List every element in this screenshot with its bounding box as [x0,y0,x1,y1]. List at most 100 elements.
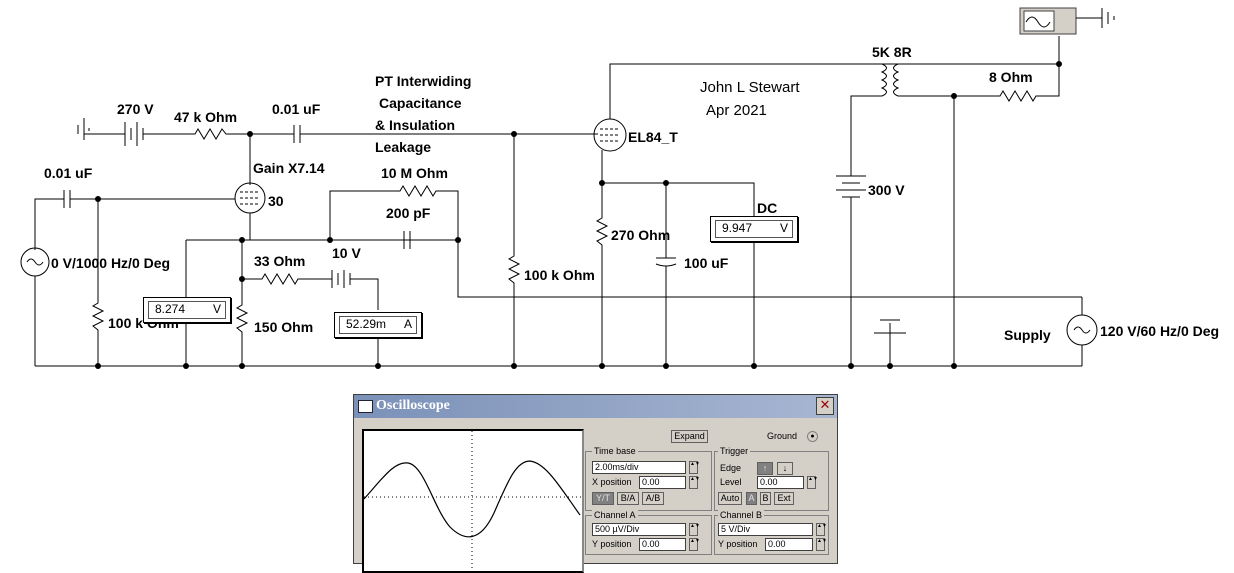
xposition-field[interactable]: 0.00 [639,476,686,489]
oscilloscope-title: Oscilloscope [376,398,450,413]
resistor-8 [954,36,1060,102]
label-cap-left: 0.01 uF [44,165,93,181]
xposition-spinner[interactable]: ▲▼ [689,476,700,489]
ammeter-unit: A [403,317,412,331]
label-100k: 100 k Ohm [524,267,595,283]
cap-001-top [290,125,598,143]
label-supply: Supply [1004,327,1051,343]
left-voltmeter-unit: V [212,302,221,316]
channel-b-spinner[interactable]: ▲▼ [816,523,827,536]
label-33: 33 Ohm [254,253,306,269]
channel-b-title: Channel B [718,510,765,521]
ammeter[interactable]: 52.29m A [334,312,422,338]
edge-falling-button[interactable]: ↓ [777,462,793,475]
schematic-canvas[interactable] [0,0,1234,394]
ammeter-value: 52.29m [346,317,387,331]
trigger-title: Trigger [718,446,751,457]
oscilloscope-window[interactable]: Oscilloscope ✕ Expand Ground ● Time base… [353,394,838,573]
channel-b-ypos-spinner[interactable]: ▲▼ [816,538,827,551]
label-src-right: 120 V/60 Hz/0 Deg [1100,323,1220,339]
label-200p: 200 pF [386,205,431,221]
window-icon [358,400,373,413]
timebase-group: Time base 2.00ms/div ▲▼ X position 0.00 … [585,446,712,511]
battery-270v [77,118,180,146]
timebase-scale[interactable]: 2.00ms/div [592,461,686,474]
trigger-b-button[interactable]: B [760,492,771,505]
author-date: Apr 2021 [706,102,767,119]
ground-symbol [874,319,906,334]
trigger-a-button[interactable]: A [746,492,757,505]
label-pt-2: Capacitance [379,95,462,111]
label-src-left: 0 V/1000 Hz/0 Deg [51,255,171,271]
label-47k: 47 k Ohm [174,109,238,125]
label-dc: DC [757,200,778,216]
resistor-100k-left [91,199,105,366]
label-270: 270 Ohm [611,227,671,243]
dc-voltmeter-value: 9.947 [722,221,753,235]
ground-label: Ground [767,431,798,441]
channel-a-title: Channel A [592,510,638,521]
dc-voltmeter[interactable]: 9.947 V [710,216,798,242]
label-100u: 100 uF [684,255,729,271]
left-voltmeter-value: 8.274 [155,302,186,316]
label-xfmr: 5K 8R [872,44,912,60]
label-cap-top: 0.01 uF [272,101,321,117]
resistor-100k [507,134,521,366]
level-label: Level [720,477,742,487]
resistor-33 [242,270,379,366]
cap-001-left [34,190,235,250]
battery-300v [836,175,866,366]
label-10m: 10 M Ohm [381,165,448,181]
ba-mode-button[interactable]: B/A [617,492,639,505]
scope-trace [364,460,581,538]
channel-b-group: Channel B 5 V/Div ▲▼ Y position 0.00 ▲▼ [714,510,829,555]
channel-a-spinner[interactable]: ▲▼ [689,523,700,536]
close-button[interactable]: ✕ [816,397,834,415]
scope-screen [362,429,584,573]
resistor-10m [329,185,1082,298]
channel-a-scale[interactable]: 500 µV/Div [592,523,686,536]
label-pt-4: Leakage [375,139,432,155]
trigger-ext-button[interactable]: Ext [774,492,794,505]
level-spinner[interactable]: ▲▼ [807,476,818,489]
cap-100u [655,183,677,366]
channel-a-ypos-spinner[interactable]: ▲▼ [689,538,700,551]
label-pt-3: & Insulation [375,117,456,133]
ground-radio[interactable]: ● [807,431,818,442]
label-300v: 300 V [868,182,905,198]
edge-rising-button[interactable]: ↑ [757,462,773,475]
channel-a-ypos-label: Y position [592,539,632,549]
expand-button[interactable]: Expand [671,430,708,443]
label-el84: EL84_T [628,129,678,145]
timebase-title: Time base [592,446,638,457]
dc-voltmeter-unit: V [779,221,788,235]
label-tube-30: 30 [268,193,284,209]
author-name: John L Stewart [700,79,800,96]
xposition-label: X position [592,477,632,487]
label-pt-1: PT Interwiding [375,73,472,89]
channel-b-ypos-field[interactable]: 0.00 [765,538,813,551]
trigger-group: Trigger Edge ↑ ↓ Level 0.00 ▲▼ Auto A B … [714,446,829,511]
trigger-auto-button[interactable]: Auto [718,492,742,505]
label-gain: Gain X7.14 [253,160,325,176]
oscilloscope-titlebar[interactable]: Oscilloscope ✕ [354,395,837,418]
label-150: 150 Ohm [254,319,314,335]
label-8ohm: 8 Ohm [989,69,1033,85]
ab-mode-button[interactable]: A/B [642,492,664,505]
transformer [850,63,954,176]
channel-b-ypos-label: Y position [718,539,758,549]
level-field[interactable]: 0.00 [757,476,804,489]
resistor-47k [180,128,290,140]
yt-mode-button[interactable]: Y/T [592,492,614,505]
channel-a-group: Channel A 500 µV/Div ▲▼ Y position 0.00 … [585,510,712,555]
resistor-150 [235,240,249,366]
cap-200p [330,231,458,249]
edge-label: Edge [720,463,742,473]
channel-b-scale[interactable]: 5 V/Div [718,523,813,536]
resistor-270 [595,183,609,366]
left-voltmeter[interactable]: 8.274 V [143,297,231,323]
label-10v: 10 V [332,245,361,261]
label-270v: 270 V [117,101,154,117]
channel-a-ypos-field[interactable]: 0.00 [639,538,686,551]
timebase-spinner[interactable]: ▲▼ [689,461,700,474]
